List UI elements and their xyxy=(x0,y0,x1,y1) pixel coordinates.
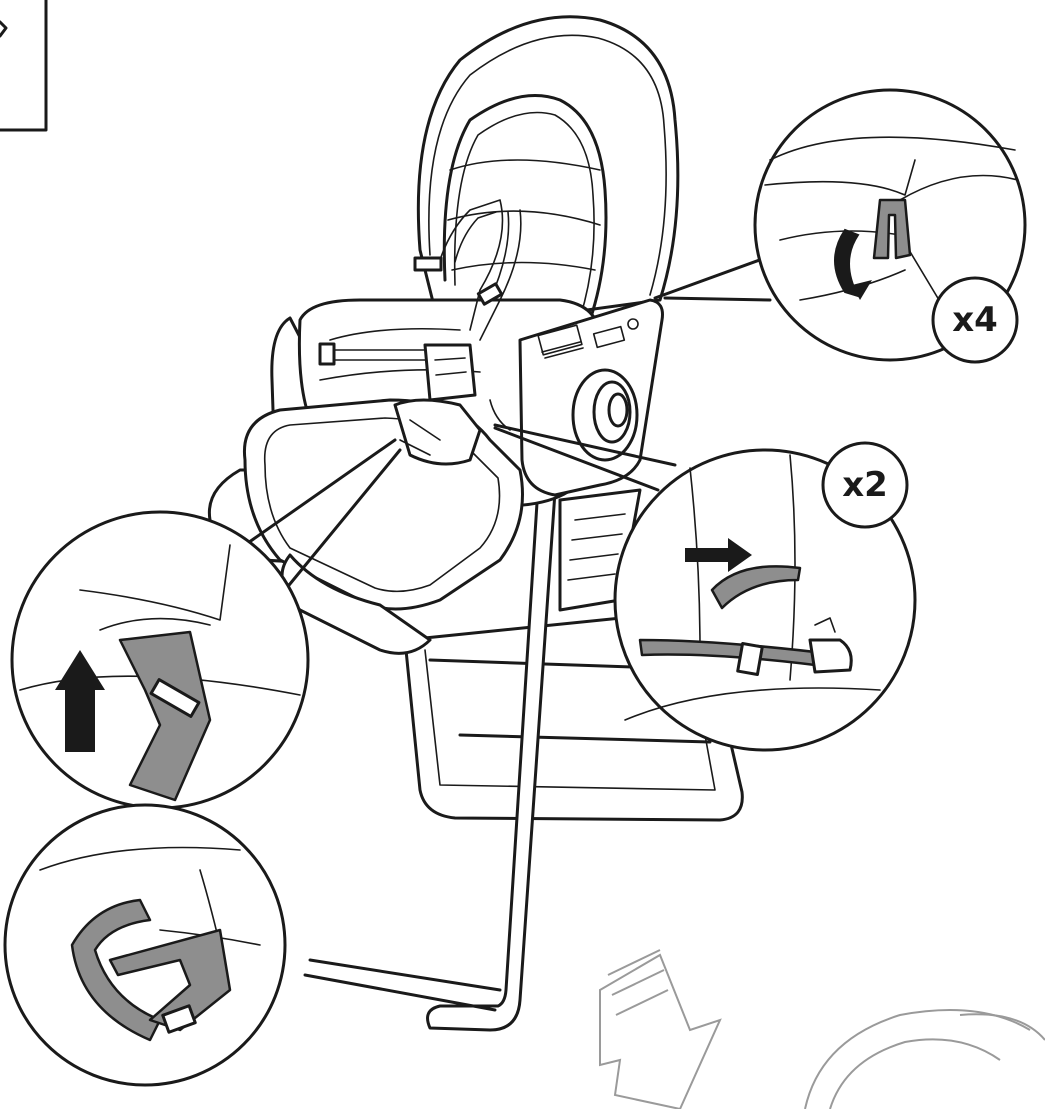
callout-bottom-circle xyxy=(3,803,287,1087)
arrow-up-icon xyxy=(55,650,105,752)
badge-x4-label: x4 xyxy=(952,300,998,340)
badge-x2-label: x2 xyxy=(842,465,888,505)
buckle xyxy=(808,638,853,674)
step-number-box xyxy=(0,0,48,132)
badge-x2-circle xyxy=(821,441,909,529)
chair-backrest xyxy=(416,15,680,332)
callout-x2-circle xyxy=(613,448,917,752)
badge-x4-circle xyxy=(931,276,1019,364)
strap-loop-bottom xyxy=(70,898,162,1042)
callout-strap-threaded xyxy=(3,803,287,1087)
next-step-preview xyxy=(599,949,1045,1111)
strap-loop-top xyxy=(872,198,912,260)
harness xyxy=(318,199,522,466)
strap-adjuster xyxy=(710,565,802,610)
down-arrow-icon xyxy=(599,953,722,1111)
arrow-right-icon xyxy=(685,538,752,572)
strap-crotch xyxy=(118,630,212,802)
callout-x2: x2 xyxy=(493,423,917,752)
callout-x4: x4 xyxy=(653,88,1027,364)
callout-crotch-strap-pull xyxy=(10,438,402,810)
